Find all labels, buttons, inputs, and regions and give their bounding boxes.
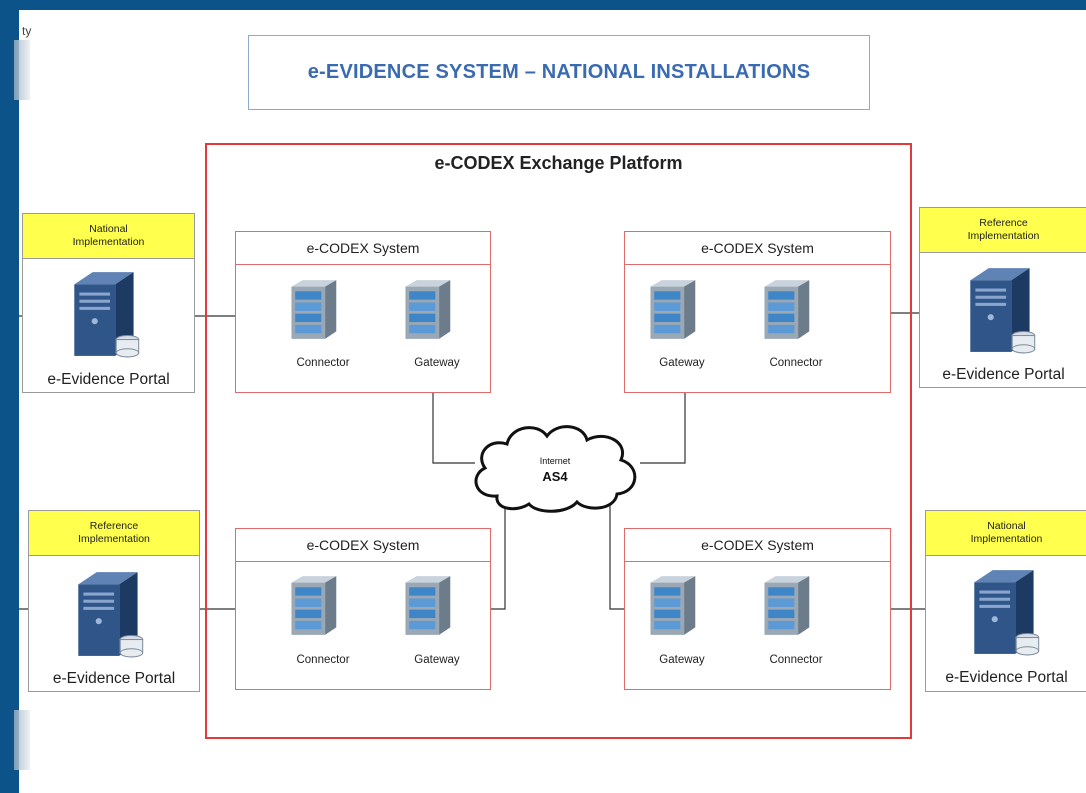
- portal-header-line2: Implementation: [78, 533, 150, 545]
- portal-caption: e-Evidence Portal: [942, 366, 1065, 383]
- platform-label: e-CODEX Exchange Platform: [434, 153, 683, 173]
- system-header: e-CODEX System: [236, 529, 490, 562]
- as4-label: AS4: [542, 469, 568, 484]
- portal-header-line2: Implementation: [967, 230, 1040, 242]
- diagram-title: e-EVIDENCE SYSTEM – NATIONAL INSTALLATIO…: [307, 61, 811, 83]
- portal-header-line1: Reference: [89, 519, 139, 532]
- portal-header-line2: Implementation: [970, 533, 1043, 545]
- connector-server-icon: [757, 276, 813, 342]
- portal-server-icon: [966, 566, 1048, 658]
- gateway-label: Gateway: [659, 357, 705, 369]
- internet-label: Internet: [539, 456, 571, 466]
- portal-server-icon: [70, 568, 152, 660]
- system-header: e-CODEX System: [236, 232, 490, 265]
- connector-server-icon: [757, 572, 813, 638]
- connector-server-icon: [284, 276, 340, 342]
- portal-caption: e-Evidence Portal: [945, 669, 1068, 686]
- portal-caption: e-Evidence Portal: [52, 670, 176, 687]
- portal-header-line1: National: [987, 519, 1026, 532]
- gateway-server-icon: [398, 276, 454, 342]
- slide-frame-left: [0, 0, 19, 793]
- internet-cloud-icon: [474, 425, 637, 513]
- connector-label: Connector: [769, 654, 823, 666]
- connector-server-icon: [284, 572, 340, 638]
- portal-header-line2: Implementation: [72, 236, 145, 248]
- title-box: e-EVIDENCE SYSTEM – NATIONAL INSTALLATIO…: [248, 35, 870, 110]
- portal-header-line1: National: [89, 222, 128, 235]
- system-header: e-CODEX System: [625, 529, 890, 562]
- gateway-server-icon: [643, 276, 699, 342]
- portal-caption: e-Evidence Portal: [47, 371, 170, 388]
- connector-label: Connector: [296, 357, 350, 369]
- portal-server-icon: [962, 264, 1044, 356]
- gateway-label: Gateway: [659, 654, 705, 666]
- gateway-server-icon: [398, 572, 454, 638]
- wire-gateway-tl-cloud: [432, 388, 475, 464]
- gateway-label: Gateway: [414, 357, 460, 369]
- connector-label: Connector: [296, 654, 350, 666]
- gateway-label: Gateway: [414, 654, 460, 666]
- wire-gateway-tr-cloud: [640, 388, 686, 464]
- internet-label-group: Internet AS4: [520, 456, 590, 484]
- portal-header-line1: Reference: [979, 216, 1028, 229]
- decorative-shard: [14, 40, 30, 100]
- connector-label: Connector: [769, 357, 823, 369]
- gateway-server-icon: [643, 572, 699, 638]
- portal-server-icon: [66, 268, 148, 360]
- corner-text: ty: [22, 24, 32, 38]
- slide-frame-top: [0, 0, 1086, 10]
- system-header: e-CODEX System: [625, 232, 890, 265]
- exchange-platform: e-CODEX Exchange Platform: [205, 143, 912, 739]
- decorative-shard: [14, 710, 30, 770]
